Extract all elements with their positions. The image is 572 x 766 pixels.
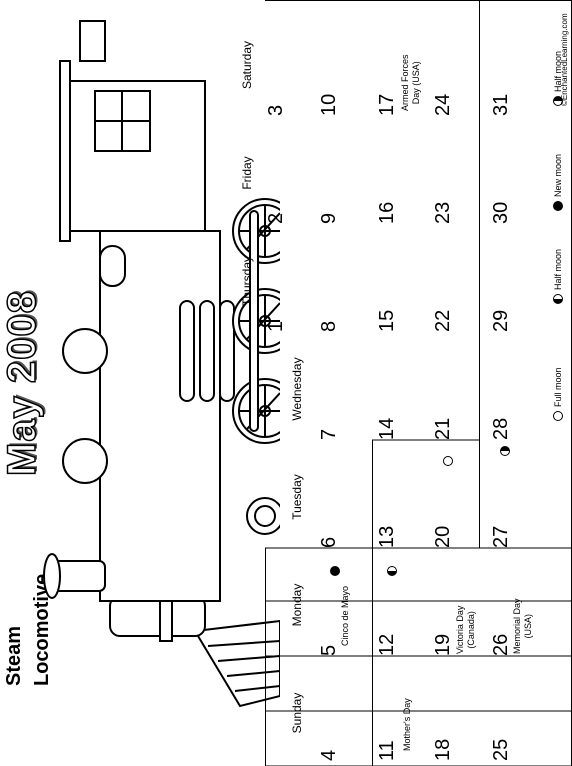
event-victoria-day: Victoria Day (Canada) — [455, 605, 476, 654]
date-19[interactable]: 19 — [432, 633, 454, 656]
date-30[interactable]: 30 — [490, 201, 512, 224]
date-29[interactable]: 29 — [490, 309, 512, 332]
date-13[interactable]: 13 — [376, 525, 398, 548]
date-18[interactable]: 18 — [432, 738, 454, 761]
date-23[interactable]: 23 — [432, 201, 454, 224]
full-moon-icon — [443, 456, 453, 466]
boiler — [99, 230, 221, 602]
date-25[interactable]: 25 — [490, 738, 512, 761]
date-16[interactable]: 16 — [376, 201, 398, 224]
day-name-sunday: Sunday — [290, 692, 304, 734]
date-24[interactable]: 24 — [432, 93, 454, 116]
date-26[interactable]: 26 — [490, 633, 512, 656]
connecting-rod — [249, 210, 259, 432]
day-name-friday: Friday — [240, 156, 254, 190]
subtitle-line-1: Steam — [3, 625, 25, 686]
date-28[interactable]: 28 — [490, 417, 512, 440]
legend-half-moon-1: Half moon — [553, 249, 563, 304]
date-22[interactable]: 22 — [432, 309, 454, 332]
date-9[interactable]: 9 — [318, 212, 340, 224]
date-20[interactable]: 20 — [432, 525, 454, 548]
half-moon-icon — [387, 566, 397, 576]
event-memorial-day: Memorial Day (USA) — [512, 598, 533, 654]
date-1[interactable]: 1 — [265, 320, 287, 332]
day-name-tuesday: Tuesday — [290, 474, 304, 520]
day-name-monday: Monday — [290, 583, 304, 627]
date-27[interactable]: 27 — [490, 525, 512, 548]
event-mothers-day: Mother's Day — [402, 698, 412, 751]
date-14[interactable]: 14 — [376, 417, 398, 440]
half-moon-icon — [553, 294, 563, 304]
steam-locomotive-illustration — [43, 20, 280, 708]
half-moon-icon — [500, 446, 510, 456]
date-6[interactable]: 6 — [318, 536, 340, 548]
date-10[interactable]: 10 — [318, 93, 340, 116]
full-moon-icon — [553, 411, 563, 421]
day-name-saturday: Saturday — [240, 40, 254, 90]
date-21[interactable]: 21 — [432, 417, 454, 440]
date-12[interactable]: 12 — [376, 633, 398, 656]
sand-dome — [62, 328, 108, 374]
new-moon-icon — [553, 201, 563, 211]
date-17[interactable]: 17 — [376, 93, 398, 116]
date-15[interactable]: 15 — [376, 309, 398, 332]
date-31[interactable]: 31 — [490, 93, 512, 116]
date-3[interactable]: 3 — [265, 104, 287, 116]
day-name-wednesday: Wednesday — [290, 357, 304, 421]
legend-full-moon: Full moon — [553, 367, 563, 421]
steam-dome — [62, 438, 108, 484]
date-2[interactable]: 2 — [265, 212, 287, 224]
date-11[interactable]: 11 — [376, 740, 398, 761]
copyright: ©EnchantedLearning.com — [560, 13, 569, 106]
event-armed-forces-day: Armed Forces Day (USA) — [400, 54, 421, 111]
event-cinco-de-mayo: Cinco de Mayo — [340, 585, 350, 646]
date-7[interactable]: 7 — [318, 428, 340, 440]
legend-new-moon: New moon — [553, 154, 563, 211]
date-8[interactable]: 8 — [318, 320, 340, 332]
new-moon-icon — [330, 566, 340, 576]
date-5[interactable]: 5 — [318, 644, 340, 656]
date-4[interactable]: 4 — [318, 749, 340, 761]
day-name-thursday: Thursday — [240, 255, 254, 307]
